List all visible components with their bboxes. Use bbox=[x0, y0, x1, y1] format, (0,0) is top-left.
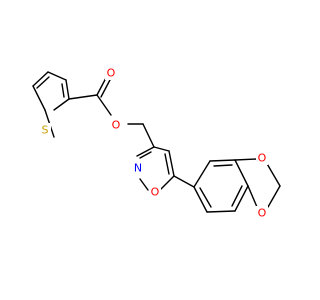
isoxazole-nitrogen-label: N bbox=[134, 162, 142, 175]
bond-benzene-c2-c3 bbox=[209, 159, 236, 162]
molecule-structure-diagram: S O O N O O O bbox=[32, 66, 281, 220]
bond-isoxazole-c5-c4-inner bbox=[164, 153, 170, 175]
dioxole-top-oxygen-atom: O bbox=[256, 151, 268, 165]
isoxazole-nitrogen-atom: N bbox=[132, 161, 144, 175]
bond-dioxole-o-top-ch2 bbox=[265, 161, 281, 187]
isoxazole-oxygen-label: O bbox=[151, 186, 160, 199]
bond-benzene-c1-c2 bbox=[193, 160, 211, 188]
bond-dioxole-c3-o-top bbox=[234, 158, 258, 161]
bond-thiophene-c5-c4-inner bbox=[36, 76, 50, 89]
bond-benzene-c3-c4 bbox=[234, 159, 249, 187]
dioxole-top-oxygen-label: O bbox=[258, 152, 267, 165]
bond-thiophene-c5-c4 bbox=[32, 71, 49, 87]
bond-thiophene-c4-c3 bbox=[47, 71, 67, 81]
carbonyl-oxygen-atom: O bbox=[105, 66, 117, 80]
bond-thiophene-s-c5 bbox=[32, 85, 46, 111]
bond-isoxazole-o-c5 bbox=[159, 175, 175, 191]
bond-carbonyl-double-2 bbox=[100, 77, 112, 98]
bond-isoxazole-c3-n-inner bbox=[139, 151, 152, 159]
ester-oxygen-atom: O bbox=[110, 118, 122, 132]
atom-labels: S O O N O O O bbox=[39, 66, 268, 220]
bond-benzene-c6-c1 bbox=[193, 186, 208, 213]
bond-benzene-c6-c1-inner bbox=[199, 187, 212, 208]
bond-ch2-isoxazole-c3 bbox=[142, 123, 155, 148]
dioxole-bottom-oxygen-label: O bbox=[258, 207, 267, 220]
bond-dioxole-ch2-o-bottom bbox=[267, 185, 281, 208]
bond-isoxazole-n-o bbox=[139, 178, 149, 191]
bond-benzene-c2-c3-inner bbox=[213, 164, 233, 167]
bond-carbonyl-c-ester-o bbox=[96, 94, 112, 116]
bond-benzene-c5-c6 bbox=[206, 210, 236, 213]
bond-thiophene-c3-c2 bbox=[65, 79, 70, 100]
bond-isoxazole-c3-n bbox=[136, 146, 155, 157]
dioxole-bottom-oxygen-atom: O bbox=[256, 206, 268, 220]
thiophene-sulfur-label: S bbox=[42, 124, 49, 137]
carbonyl-oxygen-label: O bbox=[107, 67, 116, 80]
bond-benzene-c4-c5 bbox=[234, 185, 249, 212]
bond-isoxazole-c5-c4 bbox=[168, 150, 175, 177]
thiophene-sulfur-atom: S bbox=[39, 123, 51, 138]
bonds bbox=[32, 71, 281, 213]
bond-thiophene-c2-s-side bbox=[53, 98, 70, 111]
bond-dioxole-c4-o-bottom bbox=[247, 185, 258, 208]
bond-isoxazole-c4-c3 bbox=[153, 146, 170, 152]
bond-isoxazole-benzene bbox=[173, 175, 195, 188]
bond-thiophene-c3-c2-inner bbox=[61, 83, 65, 98]
ester-oxygen-label: O bbox=[112, 119, 121, 132]
bond-benzene-c4-c5-inner bbox=[231, 185, 243, 207]
isoxazole-oxygen-atom: O bbox=[149, 185, 161, 199]
bond-c2-carbonyl-c bbox=[68, 94, 98, 100]
